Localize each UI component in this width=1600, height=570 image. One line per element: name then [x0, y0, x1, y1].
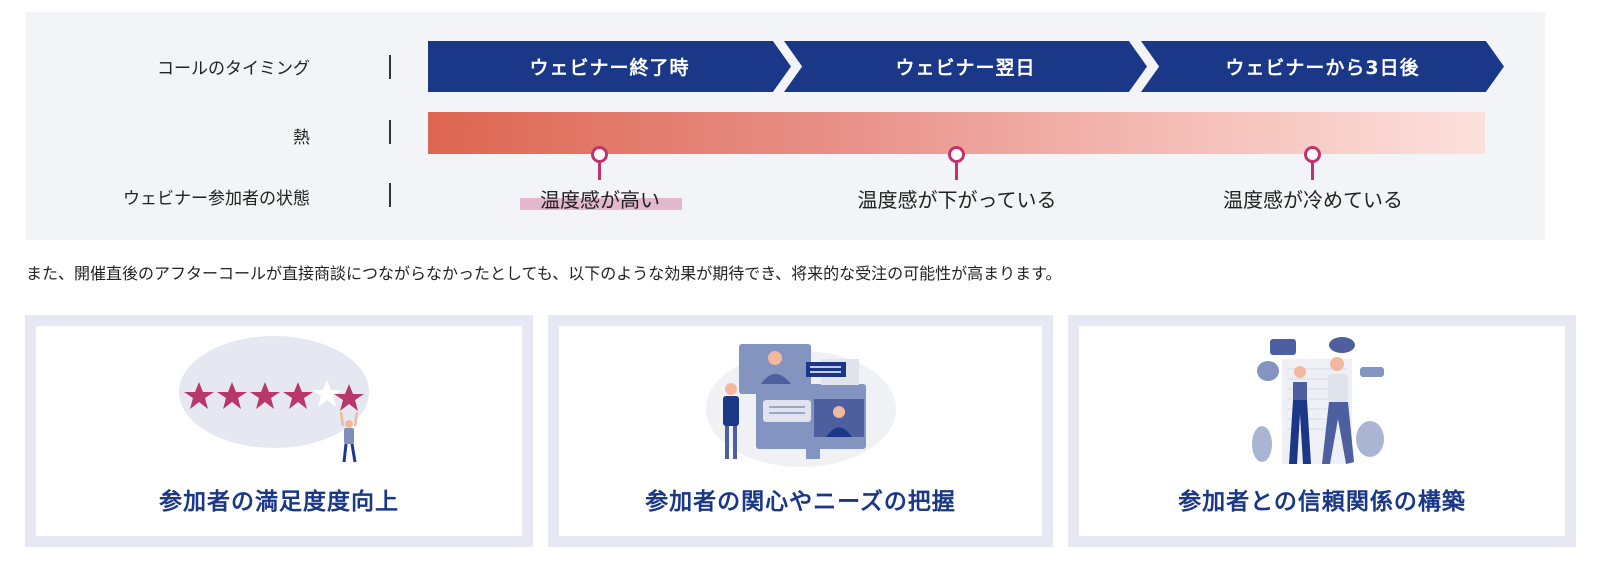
state-highlight — [520, 198, 682, 210]
stage-chevron-end-of-webinar: ウェビナー終了時 — [428, 41, 791, 92]
benefit-card-satisfaction: 参加者の満足度度向上 — [25, 315, 533, 547]
state-label-declining: 温度感が下がっている — [857, 188, 1057, 212]
state-label-cold: 温度感が冷めている — [1223, 188, 1403, 212]
pin-marker-icon — [948, 146, 966, 180]
pin-marker-icon — [591, 146, 609, 180]
stage-label: ウェビナー翌日 — [895, 57, 1036, 79]
row-label-heat: 熱 — [293, 128, 310, 148]
five-star-rating-illustration-icon — [36, 334, 522, 474]
video-conference-illustration-icon — [559, 334, 1042, 474]
two-people-conversation-illustration-icon — [1079, 334, 1565, 474]
row-divider — [389, 55, 391, 79]
body-text: また、開催直後のアフターコールが直接商談につながらなかったとしても、以下のような… — [26, 264, 1062, 283]
stage-chevron-next-day: ウェビナー翌日 — [784, 41, 1147, 92]
stage-label: ウェビナーから3日後 — [1225, 57, 1420, 79]
row-divider — [389, 183, 391, 207]
row-label-timing: コールのタイミング — [157, 59, 310, 79]
row-label-state: ウェビナー参加者の状態 — [123, 189, 310, 209]
card-title: 参加者の満足度度向上 — [159, 489, 399, 515]
stage-label: ウェビナー終了時 — [529, 57, 690, 79]
row-divider — [389, 120, 391, 144]
card-title: 参加者の関心やニーズの把握 — [645, 489, 956, 515]
pin-marker-icon — [1304, 146, 1322, 180]
benefit-card-trust: 参加者との信頼関係の構築 — [1068, 315, 1576, 547]
card-title: 参加者との信頼関係の構築 — [1178, 489, 1466, 515]
timeline-panel: コールのタイミング 熱 ウェビナー参加者の状態 ウェビナー終了時 ウェビナー翌日… — [26, 12, 1545, 240]
benefit-card-needs: 参加者の関心やニーズの把握 — [548, 315, 1053, 547]
state-label-high: 温度感が高い — [540, 188, 660, 212]
stage-chevron-three-days-later: ウェビナーから3日後 — [1141, 41, 1504, 92]
